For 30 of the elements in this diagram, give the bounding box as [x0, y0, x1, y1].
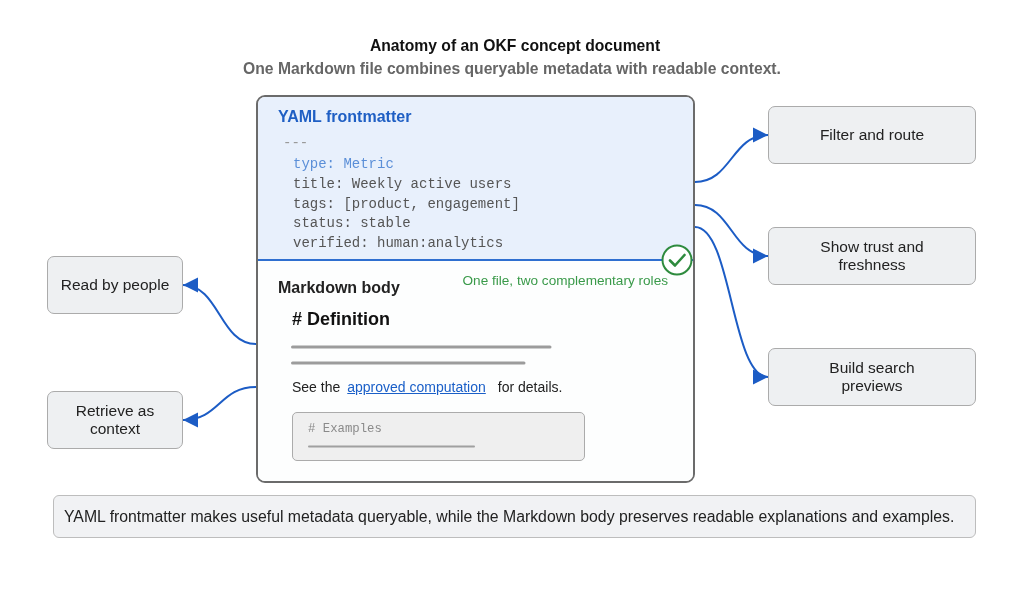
annotation-text: One file, two complementary roles	[462, 273, 668, 289]
diagram-title: Anatomy of an OKF concept document	[369, 36, 661, 55]
process-box	[768, 106, 976, 164]
code-line: tags: [product, engagement]	[293, 194, 520, 214]
process-box	[47, 391, 183, 449]
code-line: status: stable	[293, 214, 411, 234]
link: approved computation	[347, 379, 486, 395]
node-text: Build search previews	[828, 359, 916, 395]
document-card	[256, 95, 695, 483]
section-heading: Markdown body	[278, 278, 400, 298]
markdown-heading: # Definition	[292, 308, 390, 330]
code-line: verified: human:analytics	[293, 234, 504, 253]
code-block	[292, 412, 585, 461]
section-heading: YAML frontmatter	[278, 107, 412, 127]
frontmatter-panel	[258, 97, 693, 261]
process-box	[47, 256, 183, 314]
body-text: See the approved computation for details.	[292, 378, 563, 396]
process-box	[768, 348, 976, 406]
note-text: YAML frontmatter makes useful metadata queryable, while the Markdown body preserves readable explanations and examples.	[64, 507, 955, 526]
code-line: # Examples	[308, 422, 382, 436]
node-text: Read by people	[60, 276, 170, 294]
code-line: title: Weekly active users	[293, 174, 512, 194]
code-line: type: Metric	[293, 155, 394, 174]
process-box	[768, 227, 976, 285]
node-text: Filter and route	[819, 126, 925, 144]
node-text: Retrieve as context	[74, 402, 156, 438]
note-box	[53, 495, 976, 538]
node-text: Show trust and freshness	[819, 238, 925, 274]
subtitle: One Markdown file combines queryable metadata with readable context.	[243, 59, 781, 78]
code-line: ---	[283, 134, 309, 153]
